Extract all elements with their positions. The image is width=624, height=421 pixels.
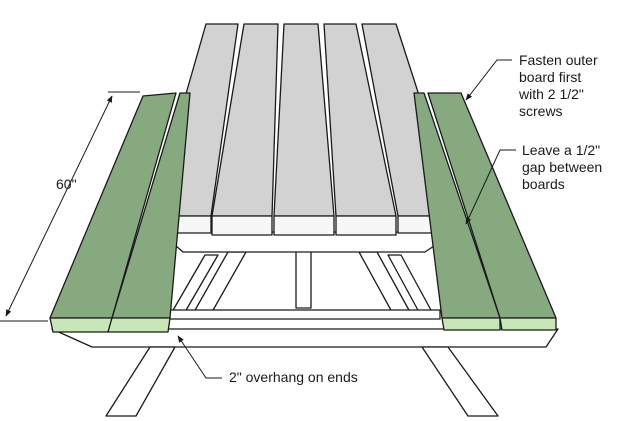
top-board-3-front bbox=[273, 215, 335, 236]
right-seat-inner-front bbox=[441, 317, 501, 331]
top-board-3 bbox=[273, 23, 335, 217]
left-seat-outer-front bbox=[49, 317, 113, 333]
left-seat-inner-front bbox=[107, 317, 171, 333]
right-bench bbox=[413, 92, 557, 331]
front-right-leg bbox=[421, 346, 499, 417]
fasten-leader bbox=[465, 59, 512, 101]
center-support bbox=[295, 249, 312, 309]
tabletop bbox=[150, 23, 459, 236]
top-board-4-front bbox=[335, 215, 397, 236]
length-label: 60" bbox=[56, 176, 77, 192]
back-seat-support bbox=[167, 309, 441, 320]
right-seat-outer-front bbox=[499, 317, 557, 331]
overhang-note: 2" overhang on ends bbox=[229, 369, 358, 385]
front-left-leg bbox=[105, 346, 176, 417]
fasten-note: Fasten outer board first with 2 1/2" scr… bbox=[519, 52, 598, 119]
overhang-leader bbox=[177, 335, 222, 379]
length-dimension bbox=[0, 91, 140, 322]
left-bench bbox=[49, 92, 191, 333]
gap-note: Leave a 1/2" gap between boards bbox=[522, 142, 603, 192]
gap-leader bbox=[465, 149, 516, 225]
top-board-2-front bbox=[211, 215, 273, 236]
